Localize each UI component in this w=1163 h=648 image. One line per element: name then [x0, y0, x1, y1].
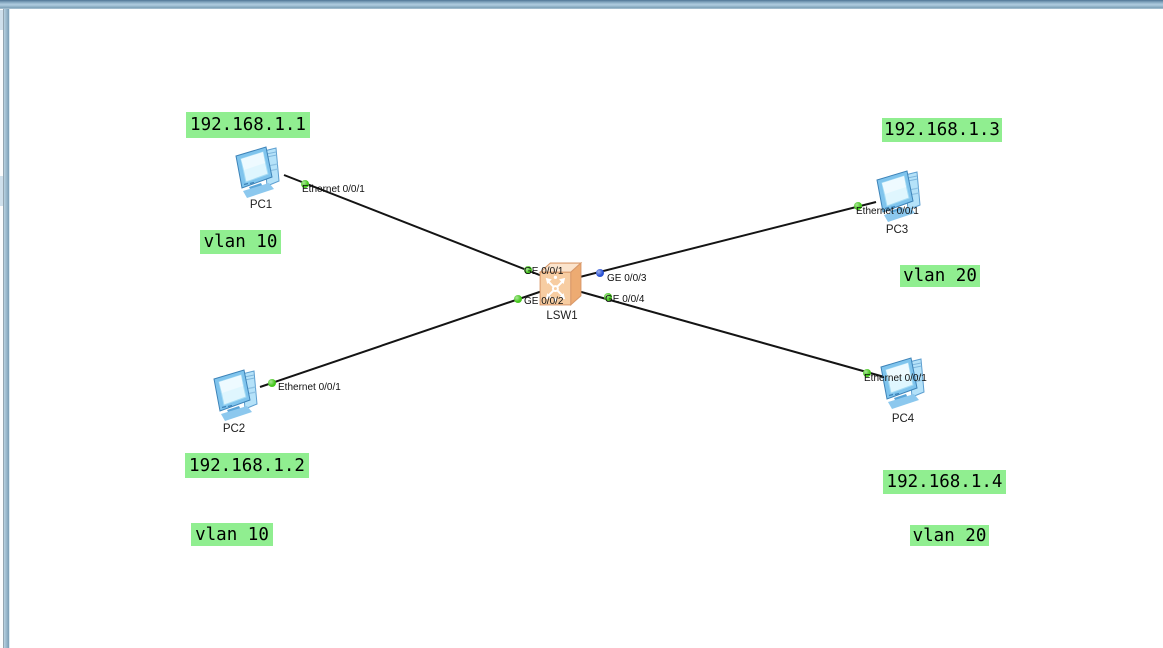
port-label-pc4-ethernet-0-0-1: Ethernet 0/0/1	[864, 373, 927, 384]
port-label-lsw1-ge-0-0-1: GE 0/0/1	[524, 266, 564, 277]
device-label-pc2: PC2	[222, 423, 246, 435]
port-label-pc2-ethernet-0-0-1: Ethernet 0/0/1	[278, 382, 341, 393]
port-label-pc3-ethernet-0-0-1: Ethernet 0/0/1	[856, 206, 919, 217]
device-label-pc1: PC1	[249, 199, 273, 211]
device-lsw1[interactable]	[535, 260, 584, 310]
device-pc4[interactable]	[876, 355, 932, 409]
device-pc1[interactable]	[231, 144, 287, 198]
port-status-dot-lsw1-ge-0-0-4	[604, 293, 612, 301]
port-status-dot-pc1-ethernet-0-0-1	[301, 180, 309, 188]
port-status-dot-pc2-ethernet-0-0-1	[268, 379, 276, 387]
port-label-pc1-ethernet-0-0-1: Ethernet 0/0/1	[302, 184, 365, 195]
left-panel-edge	[0, 9, 4, 648]
port-label-lsw1-ge-0-0-2: GE 0/0/2	[524, 296, 564, 307]
port-label-lsw1-ge-0-0-3: GE 0/0/3	[607, 273, 647, 284]
annotation-ip-pc2[interactable]: 192.168.1.2	[185, 453, 309, 478]
port-status-dot-lsw1-ge-0-0-3	[596, 269, 604, 277]
link-lsw1-pc3[interactable]	[559, 201, 877, 283]
left-panel-segment	[0, 176, 3, 206]
port-status-dot-pc3-ethernet-0-0-1	[854, 202, 862, 210]
device-label-pc4: PC4	[891, 413, 915, 425]
annotation-vlan-pc4[interactable]: vlan 20	[910, 525, 989, 546]
annotation-ip-pc4[interactable]: 192.168.1.4	[883, 470, 1006, 494]
annotation-vlan-pc3[interactable]: vlan 20	[900, 265, 980, 287]
port-status-dot-lsw1-ge-0-0-1	[524, 266, 532, 274]
window-top-edge	[0, 0, 1163, 9]
annotation-ip-pc1[interactable]: 192.168.1.1	[186, 112, 310, 138]
device-label-pc3: PC3	[885, 224, 909, 236]
pc-icon	[880, 357, 925, 409]
switch-icon	[538, 261, 583, 307]
link-pc1-lsw1[interactable]	[283, 174, 561, 284]
port-label-lsw1-ge-0-0-4: GE 0/0/4	[605, 294, 645, 305]
link-lsw1-pc4[interactable]	[559, 285, 889, 379]
pc-icon	[213, 369, 258, 421]
device-pc3[interactable]	[872, 168, 928, 222]
link-pc2-lsw1[interactable]	[259, 284, 561, 388]
left-panel-segment	[0, 10, 3, 30]
device-pc2[interactable]	[209, 367, 265, 421]
pc-icon	[235, 146, 280, 198]
port-status-dot-lsw1-ge-0-0-2	[514, 295, 522, 303]
annotation-vlan-pc2[interactable]: vlan 10	[191, 523, 273, 546]
annotation-ip-pc3[interactable]: 192.168.1.3	[882, 118, 1002, 142]
left-panel-bar	[4, 9, 10, 648]
device-label-lsw1: LSW1	[546, 310, 578, 322]
port-status-dot-pc4-ethernet-0-0-1	[863, 369, 871, 377]
annotation-vlan-pc1[interactable]: vlan 10	[200, 230, 281, 254]
pc-icon	[876, 170, 921, 222]
